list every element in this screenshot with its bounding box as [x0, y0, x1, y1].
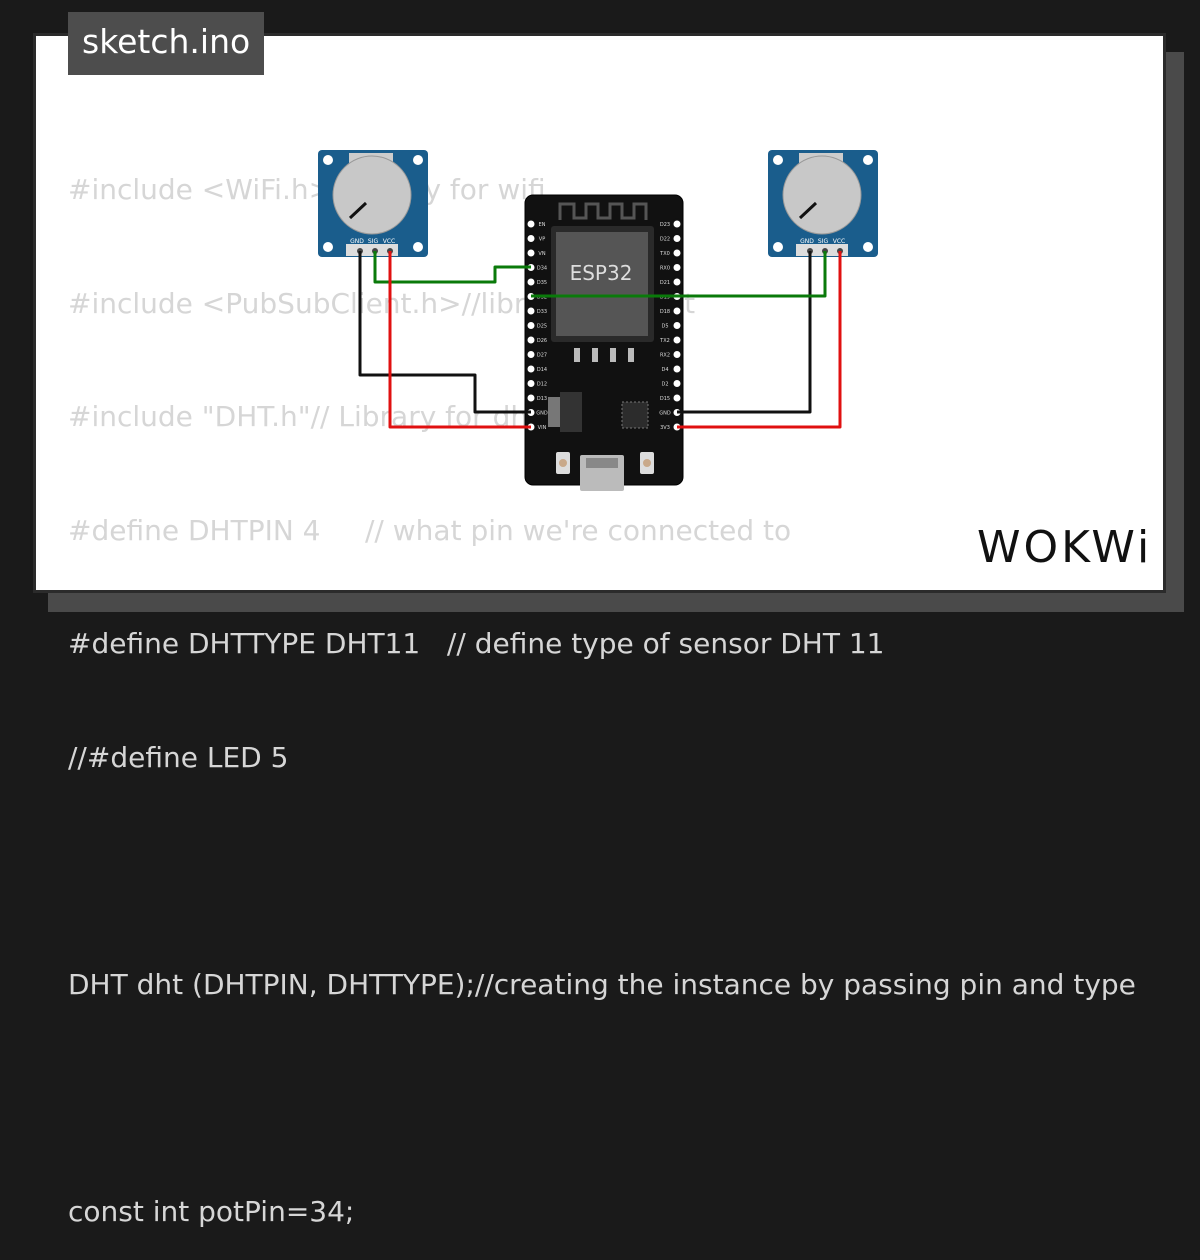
pin-label: EN [539, 222, 546, 228]
code-line [68, 847, 1138, 895]
pin-label: TX0 [659, 251, 670, 257]
pin-label: D2 [661, 382, 668, 388]
pin-label: RX2 [660, 353, 670, 359]
pin-hole[interactable] [671, 363, 683, 375]
code-line: //#define LED 5 [68, 740, 289, 774]
pin-label: D33 [537, 309, 547, 315]
pin-label: D21 [660, 280, 670, 286]
pin-label: D14 [537, 367, 547, 373]
pin-hole[interactable] [671, 334, 683, 346]
pin-hole[interactable] [525, 392, 537, 404]
pin-label: D12 [537, 382, 547, 388]
pin-label: VP [539, 237, 545, 243]
pot2-sig-label: SIG [818, 238, 829, 245]
pin-hole[interactable] [671, 276, 683, 288]
code-line [68, 1074, 1138, 1122]
potentiometer-1[interactable]: GND SIG VCC [318, 150, 428, 257]
pin-hole[interactable] [525, 378, 537, 389]
pin-hole[interactable] [525, 320, 537, 331]
pin-label: D15 [660, 396, 670, 402]
pin-hole[interactable] [671, 305, 683, 317]
pot1-sig-label: SIG [368, 238, 379, 245]
wire-sig-pot1 [373, 251, 531, 284]
pin-hole[interactable] [671, 320, 683, 331]
pin-hole[interactable] [525, 363, 537, 375]
pin-label: D22 [660, 237, 670, 243]
pin-label: D34 [537, 266, 547, 272]
pot1-vcc-label: VCC [383, 238, 395, 245]
pin-label: D25 [537, 324, 547, 330]
code-line: const int potPin=34; [68, 1194, 355, 1228]
pot1-gnd-label: GND [350, 238, 364, 245]
code-line: DHT dht (DHTPIN, DHTTYPE);//creating the… [68, 967, 1136, 1001]
wire-vcc-pot2 [677, 251, 842, 429]
pin-label: 3V3 [660, 425, 670, 431]
pin-hole[interactable] [671, 247, 683, 259]
pin-label: VIN [538, 425, 547, 431]
wire-gnd-pot1 [358, 251, 531, 414]
right-pin-header: D23D22TX0RX0D21D19D18D5TX2RX2D4D2D15GND3… [659, 218, 683, 433]
wire-vcc-pot1 [388, 251, 531, 429]
pin-hole[interactable] [671, 392, 683, 404]
pin-hole[interactable] [525, 349, 537, 360]
pin-hole[interactable] [525, 305, 537, 317]
pin-label: GND [659, 411, 671, 417]
wire-gnd-pot2 [677, 251, 812, 414]
pin-label: RX0 [660, 266, 670, 272]
pin-label: D35 [537, 280, 547, 286]
pin-hole[interactable] [671, 378, 683, 389]
pin-hole[interactable] [525, 233, 537, 244]
pin-label: D18 [660, 309, 670, 315]
pin-label: D13 [537, 396, 547, 402]
pot2-vcc-label: VCC [833, 238, 845, 245]
pin-hole[interactable] [671, 218, 683, 230]
circuit-diagram: ESP32 ENVPVND34D35D32D33D25D26D27D14D12D… [318, 150, 878, 491]
pot2-gnd-label: GND [800, 238, 814, 245]
chip-label: ESP32 [570, 261, 633, 285]
pin-hole[interactable] [671, 262, 683, 273]
pin-label: D4 [661, 367, 668, 373]
pin-hole[interactable] [525, 334, 537, 346]
pin-label: VN [538, 251, 545, 257]
pin-hole[interactable] [671, 233, 683, 244]
pin-label: D5 [661, 324, 668, 330]
pin-hole[interactable] [671, 349, 683, 360]
wokwi-logo: WOKWi [977, 522, 1153, 573]
esp32-board[interactable]: ESP32 ENVPVND34D35D32D33D25D26D27D14D12D… [524, 194, 684, 491]
pin-label: TX2 [659, 338, 670, 344]
pin-hole[interactable] [525, 218, 537, 230]
code-line: #define DHTPIN 4 // what pin we're conne… [68, 513, 792, 547]
code-line: #include <PubSubClient.h>//library for M… [68, 286, 696, 320]
pin-hole[interactable] [525, 276, 537, 288]
pin-label: D27 [537, 353, 547, 359]
pin-label: D26 [537, 338, 547, 344]
pin-hole[interactable] [525, 247, 537, 259]
pin-label: D23 [660, 222, 670, 228]
potentiometer-2[interactable]: GND SIG VCC [768, 150, 878, 257]
file-title-tab[interactable]: sketch.ino [68, 12, 265, 75]
wire-sig-pot2 [531, 251, 827, 298]
pin-label: GND [536, 411, 548, 417]
